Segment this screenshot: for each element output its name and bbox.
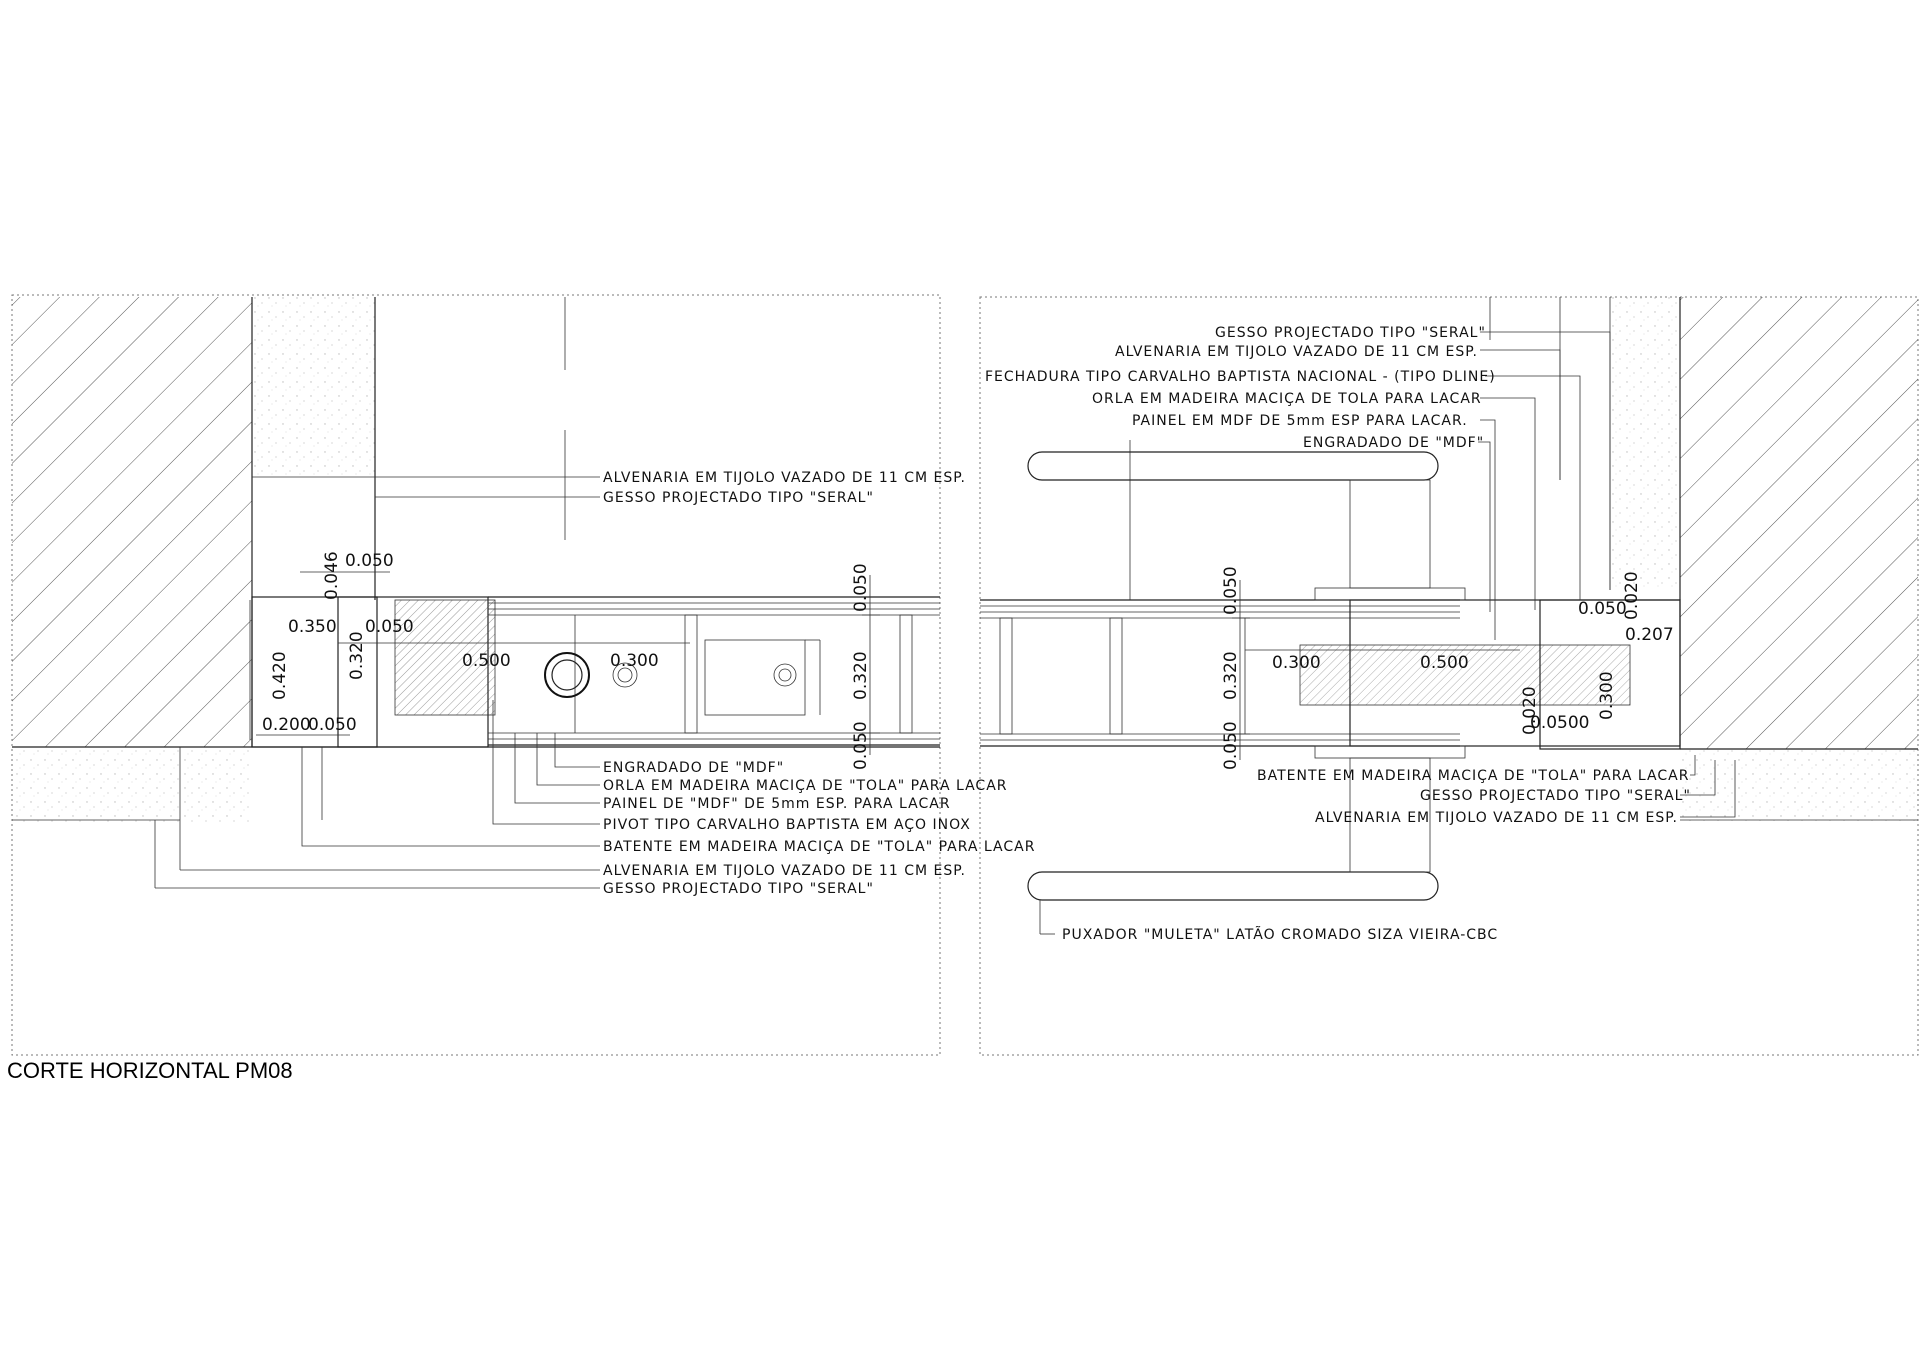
left-annotations: ALVENARIA EM TIJOLO VAZADO DE 11 CM ESP.…: [603, 470, 1035, 897]
right-masonry-wall: [1680, 297, 1918, 749]
right-annotation-masonry-top: ALVENARIA EM TIJOLO VAZADO DE 11 CM ESP.: [1115, 344, 1478, 360]
dim-0050-mid: 0.050: [365, 617, 414, 637]
handle-top: [1027, 451, 1439, 589]
left-plaster-area: [252, 297, 375, 477]
right-vdim-0050-top: 0.050: [1221, 566, 1241, 615]
left-annotation-panel: PAINEL DE "MDF" DE 5mm ESP. PARA LACAR: [603, 796, 951, 812]
left-annotation-pivot: PIVOT TIPO CARVALHO BAPTISTA EM AÇO INOX: [603, 817, 971, 833]
left-annotation-plaster-1: GESSO PROJECTADO TIPO "SERAL": [603, 490, 874, 506]
left-annotation-plaster-2: GESSO PROJECTADO TIPO "SERAL": [603, 881, 874, 897]
right-dim-0500: 0.500: [1420, 653, 1469, 673]
right-dim-0020b: 0.020: [1520, 686, 1540, 735]
left-lock-body: [704, 639, 806, 716]
left-annotation-edge: ORLA EM MADEIRA MACIÇA DE "TOLA" PARA LA…: [603, 778, 1008, 794]
dim-0046: 0.046: [322, 551, 342, 600]
right-dim-0300v: 0.300: [1597, 671, 1617, 720]
left-annotation-jamb: BATENTE EM MADEIRA MACIÇA DE "TOLA" PARA…: [603, 839, 1035, 855]
right-viewport: [979, 296, 1919, 1056]
left-annotation-masonry-2: ALVENARIA EM TIJOLO VAZADO DE 11 CM ESP.: [603, 863, 966, 879]
right-annotation-mdf-frame: ENGRADADO DE "MDF": [1303, 435, 1484, 451]
left-viewport: [11, 294, 941, 1056]
right-dim-0050: 0.050: [1578, 599, 1627, 619]
right-annotation-edge: ORLA EM MADEIRA MACIÇA DE TOLA PARA LACA…: [1092, 391, 1482, 407]
right-dim-0207: 0.207: [1625, 625, 1674, 645]
dim-0420: 0.420: [270, 651, 290, 700]
right-annotation-lock: FECHADURA TIPO CARVALHO BAPTISTA NACIONA…: [985, 369, 1496, 385]
right-frame-jamb: [1539, 599, 1681, 750]
right-annotation-panel: PAINEL EM MDF DE 5mm ESP PARA LACAR.: [1132, 413, 1468, 429]
vdim-0050-bot: 0.050: [851, 721, 871, 770]
left-annotation-masonry-1: ALVENARIA EM TIJOLO VAZADO DE 11 CM ESP.: [603, 470, 966, 486]
vdim-0050-top: 0.050: [851, 563, 871, 612]
dim-0300: 0.300: [610, 651, 659, 671]
drawing-title: CORTE HORIZONTAL PM08: [7, 1058, 293, 1083]
right-dimensions: 0.050 0.320 0.050 0.300 0.500 0.050 0.02…: [1221, 566, 1674, 770]
dim-0320: 0.320: [347, 631, 367, 680]
dim-0200: 0.200: [262, 715, 311, 735]
left-dimensions: 0.050 0.046 0.350 0.320 0.050 0.420 0.50…: [249, 551, 871, 770]
right-dim-0500b: 0.0500: [1530, 713, 1589, 733]
dim-0350: 0.350: [288, 617, 337, 637]
right-vdim-0320: 0.320: [1221, 651, 1241, 700]
right-annotation-masonry-bot: ALVENARIA EM TIJOLO VAZADO DE 11 CM ESP.: [1315, 810, 1678, 826]
right-annotation-plaster-bot: GESSO PROJECTADO TIPO "SERAL": [1420, 788, 1691, 804]
right-dim-0020: 0.020: [1622, 571, 1642, 620]
handle-bottom: [1027, 757, 1439, 901]
dim-0050-bot: 0.050: [308, 715, 357, 735]
vdim-0320: 0.320: [851, 651, 871, 700]
right-annotation-plaster-top: GESSO PROJECTADO TIPO "SERAL": [1215, 325, 1486, 341]
left-pivot-outer: [544, 652, 590, 698]
right-dim-0300: 0.300: [1272, 653, 1321, 673]
right-plaster-area: [1610, 297, 1680, 587]
right-vdim-0050-bot: 0.050: [1221, 721, 1241, 770]
left-masonry-wall: [12, 297, 252, 747]
left-frame-jamb: [251, 596, 378, 748]
dim-0500: 0.500: [462, 651, 511, 671]
right-annotations: GESSO PROJECTADO TIPO "SERAL" ALVENARIA …: [985, 325, 1691, 943]
left-annotation-mdf-frame: ENGRADADO DE "MDF": [603, 760, 784, 776]
right-annotation-handle: PUXADOR "MULETA" LATÃO CROMADO SIZA VIEI…: [1062, 926, 1498, 943]
dim-0050-top: 0.050: [345, 551, 394, 571]
right-annotation-jamb: BATENTE EM MADEIRA MACIÇA DE "TOLA" PARA…: [1257, 768, 1689, 784]
